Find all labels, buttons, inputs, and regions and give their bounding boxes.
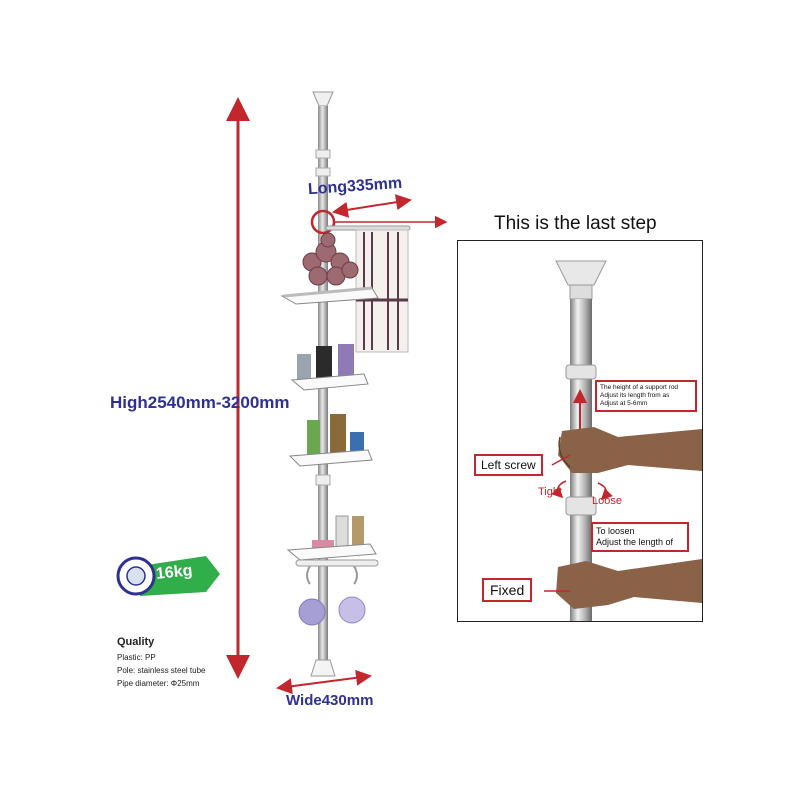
fixed-label: Fixed <box>482 578 533 602</box>
height-label: High2540mm-3200mm <box>110 393 290 412</box>
quality-title: Quality <box>117 636 155 648</box>
quality-line: Pipe diameter: Φ25mm <box>117 679 200 688</box>
width-arrow <box>276 669 372 695</box>
shelf-top <box>280 232 379 305</box>
shelf-bottom <box>286 515 379 626</box>
quality-line: Plastic: PP <box>117 653 156 662</box>
inset-illustration <box>544 260 702 621</box>
inset-heading: This is the last step <box>494 213 657 234</box>
weight-badge-label: 16kg <box>155 562 194 583</box>
wide-label: Wide430mm <box>286 692 374 709</box>
weight-badge <box>116 556 220 596</box>
loose-label: Loose <box>592 495 622 507</box>
tight-label: Tight <box>538 486 563 498</box>
loosen-note: To loosen Adjust the length of <box>591 522 689 552</box>
shelf-second <box>290 344 369 391</box>
left-screw-label: Left screw <box>474 454 543 476</box>
support-rod-note: The height of a support rod Adjust its l… <box>595 380 697 412</box>
quality-line: Pole: stainless steel tube <box>117 666 206 675</box>
quality-specs: Quality Plastic: PP Pole: stainless stee… <box>117 636 206 690</box>
long-arrow <box>332 194 412 218</box>
shelf-third <box>288 414 373 467</box>
installation-inset: The height of a support rod Adjust its l… <box>457 240 703 622</box>
